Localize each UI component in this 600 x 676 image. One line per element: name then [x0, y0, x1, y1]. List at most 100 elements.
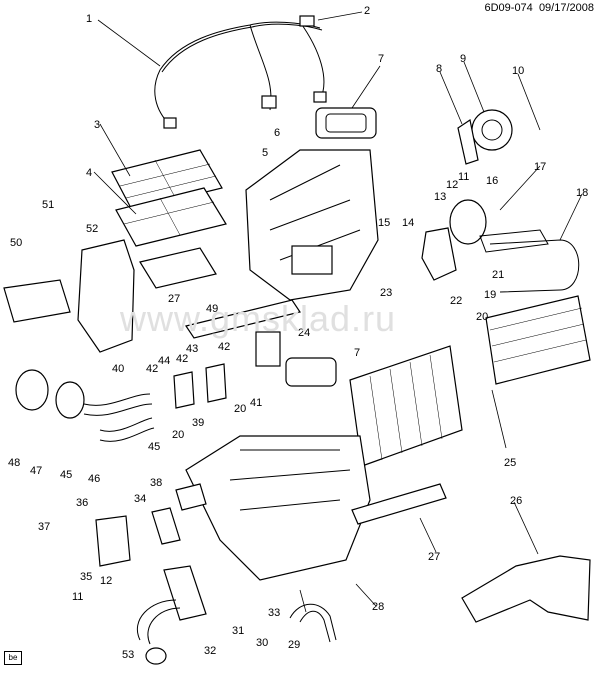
grommet-48 [15, 369, 49, 411]
callout-51: 51 [42, 199, 54, 211]
callout-41: 41 [250, 397, 262, 409]
callout-29: 29 [288, 639, 300, 651]
callout-18: 18 [576, 187, 588, 199]
actuator-22 [421, 227, 457, 281]
leader-lines [93, 11, 583, 613]
callout-4: 4 [86, 167, 92, 179]
callout-44: 44 [158, 355, 170, 367]
pipe-17 [479, 229, 549, 253]
callout-42-c: 42 [218, 341, 230, 353]
callout-14: 14 [402, 217, 414, 229]
duct-51 [77, 239, 135, 353]
callout-labels: 1 2 3 4 5 6 7 7 8 9 10 11 11 12 12 13 14… [8, 5, 588, 661]
callout-23: 23 [380, 287, 392, 299]
callout-34: 34 [134, 493, 146, 505]
callout-16: 16 [486, 175, 498, 187]
callout-48: 48 [8, 457, 20, 469]
seal-top [315, 107, 377, 139]
callout-27-b: 27 [428, 551, 440, 563]
callout-42-b: 42 [176, 353, 188, 365]
callout-39: 39 [192, 417, 204, 429]
callout-3: 3 [94, 119, 100, 131]
callout-11-a: 11 [458, 171, 469, 183]
clip-34 [151, 507, 181, 545]
callout-24: 24 [298, 327, 310, 339]
pipe-18 [489, 239, 580, 293]
hose-45 [83, 393, 153, 416]
actuator-36 [95, 515, 131, 567]
callout-7-mid: 7 [354, 347, 360, 359]
callout-8: 8 [436, 63, 442, 75]
corner-tag: be [4, 651, 22, 665]
clip-38 [175, 483, 207, 511]
callout-9: 9 [460, 53, 466, 65]
callout-25: 25 [504, 457, 516, 469]
callout-30: 30 [256, 637, 268, 649]
callout-49: 49 [206, 303, 218, 315]
filter-cover [3, 279, 71, 323]
callout-12-a: 12 [446, 179, 458, 191]
callout-47: 47 [30, 465, 42, 477]
callout-7: 7 [378, 53, 384, 65]
filter-lower [115, 187, 227, 247]
callout-28: 28 [372, 601, 384, 613]
callout-52: 52 [86, 223, 98, 235]
hose-46 [99, 417, 155, 442]
callout-2: 2 [364, 5, 370, 17]
callout-19: 19 [484, 289, 496, 301]
watermark: www.gmsklad.ru [120, 298, 397, 339]
callout-43: 43 [186, 343, 198, 355]
callout-12-b: 12 [100, 575, 112, 587]
callout-20-b: 20 [234, 403, 246, 415]
callout-13: 13 [434, 191, 446, 203]
callout-21: 21 [492, 269, 504, 281]
callout-45-a: 45 [148, 441, 160, 453]
heater-core [485, 295, 591, 385]
callout-31: 31 [232, 625, 244, 637]
callout-20-c: 20 [172, 429, 184, 441]
document-header: 6D09-074 09/17/2008 [484, 2, 594, 14]
callout-53: 53 [122, 649, 134, 661]
callout-20-a: 20 [476, 311, 488, 323]
bracket-31 [163, 565, 207, 621]
valve-44 [173, 371, 195, 409]
hose-32 [137, 599, 181, 645]
evaporator [349, 345, 463, 467]
callout-37: 37 [38, 521, 50, 533]
callout-35: 35 [80, 571, 92, 583]
callout-38: 38 [150, 477, 162, 489]
callout-10: 10 [512, 65, 524, 77]
filter-door [139, 247, 217, 289]
bracket-24 [255, 331, 281, 367]
grommet-53 [145, 647, 167, 665]
seal-27-lower [351, 483, 447, 525]
bracket-8 [457, 119, 479, 165]
callout-46: 46 [88, 473, 100, 485]
callout-32: 32 [204, 645, 216, 657]
upper-case [245, 149, 379, 301]
callout-27-a: 27 [168, 293, 180, 305]
valve-43 [205, 363, 227, 403]
blower-motor [471, 109, 513, 151]
grommet-16 [449, 199, 487, 245]
callout-1: 1 [86, 13, 92, 25]
callout-5: 5 [262, 147, 268, 159]
callout-50: 50 [10, 237, 22, 249]
callout-6: 6 [274, 127, 280, 139]
wiring-harness [154, 15, 327, 129]
callout-33: 33 [268, 607, 280, 619]
callout-11-b: 11 [72, 591, 83, 603]
floor-duct-26 [461, 555, 591, 623]
grommet-47 [55, 381, 85, 419]
lower-case [185, 435, 371, 581]
callout-36: 36 [76, 497, 88, 509]
callout-45-b: 45 [60, 469, 72, 481]
hose-29 [289, 603, 337, 643]
filter-upper [111, 149, 223, 211]
seal-7-mid [285, 357, 337, 387]
callout-42-a: 42 [146, 363, 158, 375]
callout-40: 40 [112, 363, 124, 375]
callout-22: 22 [450, 295, 462, 307]
